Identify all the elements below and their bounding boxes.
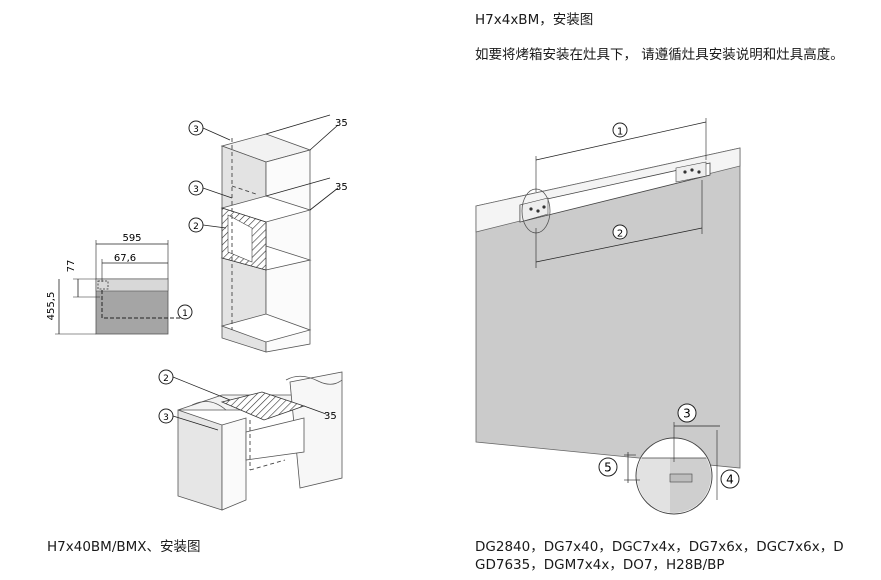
tall-cabinet-drawing: 35 35 3 3 2 <box>188 114 348 353</box>
models-line-2: GD7635，DGM7x4x，DO7，H28B/BP <box>475 557 725 573</box>
svg-text:1: 1 <box>617 127 623 138</box>
callout-3-bottom: 3 <box>158 408 219 431</box>
svg-text:5: 5 <box>604 461 612 475</box>
models-line-1: DG2840，DG7x40，DGC7x4x，DG7x6x，DGC7x6x，D <box>475 539 844 555</box>
svg-text:1: 1 <box>182 309 188 319</box>
callout-2-right: 2 <box>612 224 628 240</box>
dim-height-small: 77 <box>66 260 77 273</box>
svg-text:2: 2 <box>617 229 623 240</box>
gap-dim-top: 35 <box>335 118 348 129</box>
gap-dim-bottom: 35 <box>324 411 337 422</box>
svg-text:3: 3 <box>683 407 691 421</box>
dim-depth: 67,6 <box>114 253 136 264</box>
svg-text:4: 4 <box>726 473 734 487</box>
callout-5-right: 5 <box>598 457 618 477</box>
callout-1-left: 1 <box>177 304 193 320</box>
appliance-dimension-drawing: 595 67,6 77 455,5 1 <box>46 233 193 335</box>
undercounter-drawing: 35 2 3 <box>158 369 343 511</box>
svg-text:3: 3 <box>193 185 199 195</box>
callout-1-right: 1 <box>612 122 628 138</box>
svg-text:3: 3 <box>163 413 169 423</box>
connection-box <box>97 280 109 290</box>
callout-3-top: 3 <box>188 120 231 141</box>
callout-2-mid: 2 <box>188 217 227 233</box>
callout-3-right: 3 <box>677 403 697 423</box>
right-heading: H7x4xBM，安装图 <box>475 12 594 28</box>
svg-text:2: 2 <box>193 222 199 232</box>
callout-2-bottom: 2 <box>158 369 231 401</box>
callout-4-right: 4 <box>720 469 740 489</box>
left-caption: H7x40BM/BMX、安装图 <box>47 539 201 555</box>
gap-dim-mid: 35 <box>335 182 348 193</box>
cable-route <box>101 290 180 319</box>
dim-height-big: 455,5 <box>46 292 57 321</box>
svg-text:3: 3 <box>193 125 199 135</box>
dim-width: 595 <box>122 233 141 244</box>
right-instruction: 如要将烤箱安装在灶具下， 请遵循灶具安装说明和灶具高度。 <box>475 47 844 63</box>
callout-3-mid: 3 <box>188 180 233 199</box>
detail-magnifier <box>624 422 720 515</box>
svg-text:2: 2 <box>163 374 169 384</box>
appliance-panel <box>95 278 169 292</box>
